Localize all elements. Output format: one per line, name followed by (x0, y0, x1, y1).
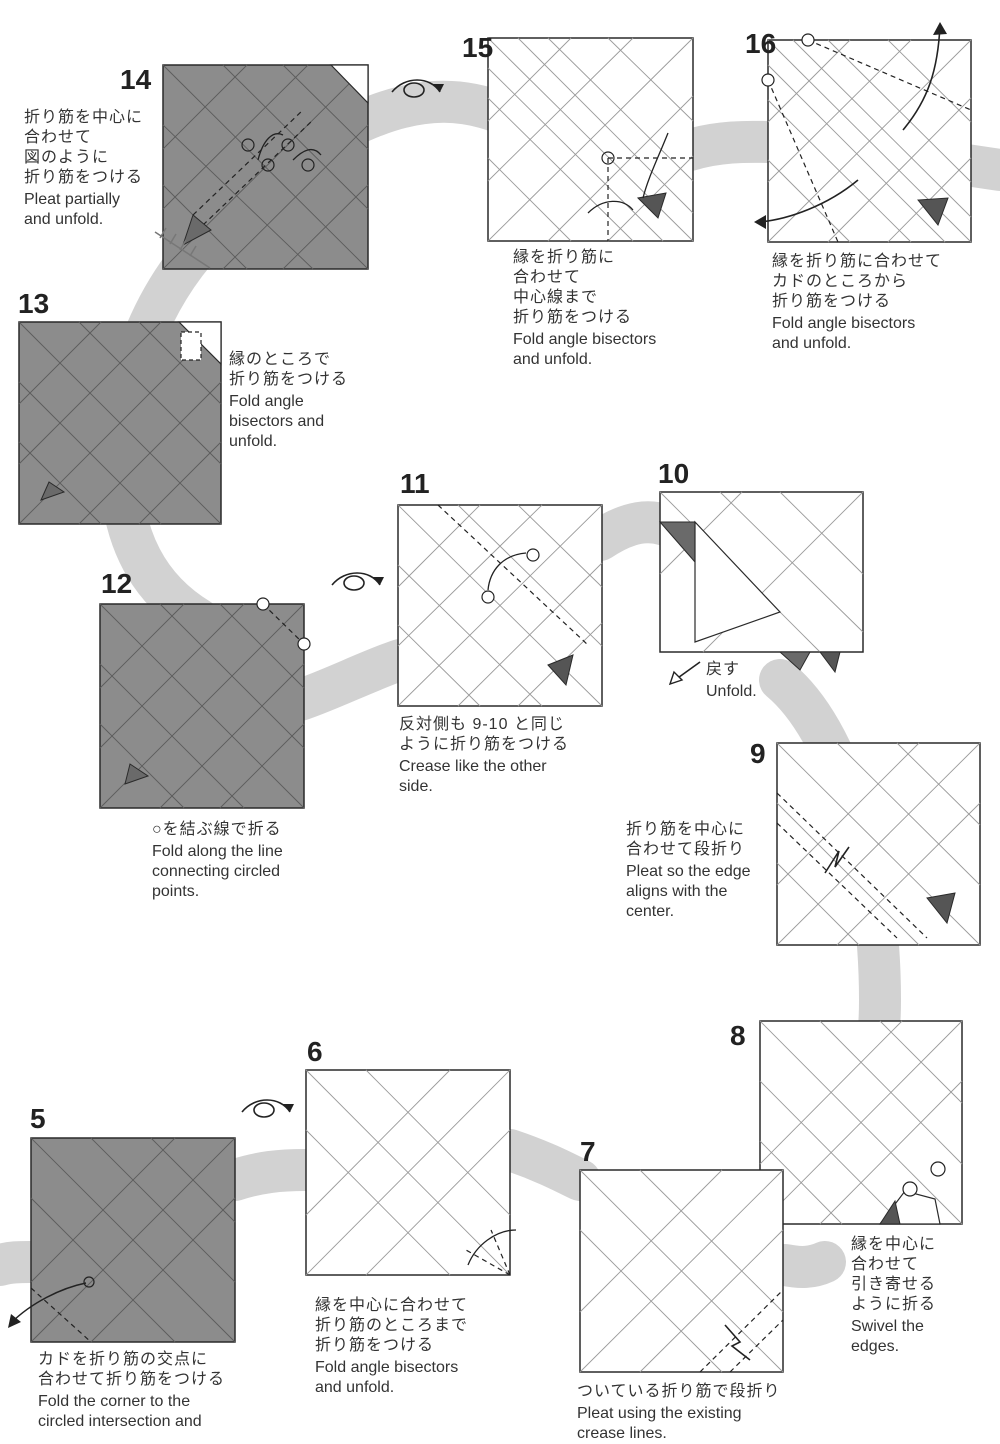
caption-ja: 反対側も 9-10 と同じ ように折り筋をつける (399, 716, 570, 753)
step-number-9: 9 (750, 738, 766, 769)
step-15-caption: 縁を折り筋に 合わせて 中心線まで 折り筋をつける Fold angle bis… (513, 248, 713, 370)
step-7-square (579, 1169, 784, 1373)
caption-en: Pleat partially and unfold. (24, 191, 121, 228)
step-number-12: 12 (101, 568, 133, 599)
step-14-square (162, 64, 369, 270)
step-number-15: 15 (462, 32, 494, 63)
step-8-square (759, 1020, 963, 1225)
step-10-caption: 戻す Unfold. (706, 660, 806, 702)
step-number-8: 8 (730, 1020, 746, 1051)
caption-en: Fold angle bisectors and unfold. (229, 393, 325, 450)
caption-ja: 縁のところで 折り筋をつける (229, 351, 349, 388)
step-number-11: 11 (400, 468, 430, 499)
caption-ja: 縁を中心に 合わせて 引き寄せる ように折る (851, 1236, 937, 1313)
caption-en: Crease like the other side. (399, 758, 547, 795)
step-number-7: 7 (580, 1136, 596, 1167)
step-number-13: 13 (18, 288, 50, 319)
step-6-caption: 縁を中心に合わせて 折り筋のところまで 折り筋をつける Fold angle b… (315, 1296, 535, 1398)
caption-en: Fold angle bisectors and unfold. (772, 315, 916, 352)
caption-ja: ついている折り筋で段折り (577, 1383, 781, 1400)
caption-ja: ○を結ぶ線で折る (152, 821, 282, 838)
caption-ja: 折り筋を中心に 合わせて段折り (626, 821, 746, 858)
step-number-6: 6 (307, 1036, 323, 1067)
caption-ja: カドを折り筋の交点に 合わせて折り筋をつける (38, 1351, 226, 1388)
caption-en: Fold angle bisectors and unfold. (513, 331, 657, 368)
caption-ja: 縁を中心に合わせて 折り筋のところまで 折り筋をつける (315, 1297, 469, 1354)
step-9-square (776, 742, 981, 946)
step-8-caption: 縁を中心に 合わせて 引き寄せる ように折る Swivel the edges. (851, 1235, 981, 1357)
caption-en: Fold angle bisectors and unfold. (315, 1359, 459, 1396)
step-10-square (658, 491, 864, 686)
step-12-caption: ○を結ぶ線で折る Fold along the line connecting … (152, 820, 342, 902)
step-number-10: 10 (658, 458, 690, 489)
caption-ja: 折り筋を中心に 合わせて 図のように 折り筋をつける (24, 109, 144, 186)
step-number-5: 5 (30, 1103, 46, 1134)
step-5-caption: カドを折り筋の交点に 合わせて折り筋をつける Fold the corner t… (38, 1350, 288, 1432)
caption-ja: 縁を折り筋に合わせて カドのところから 折り筋をつける (772, 253, 943, 310)
step-15-square (487, 37, 694, 242)
caption-en: Unfold. (706, 683, 757, 700)
step-11-square (397, 504, 603, 707)
step-number-16: 16 (745, 28, 777, 59)
step-16-square (754, 22, 972, 243)
step-13-caption: 縁のところで 折り筋をつける Fold angle bisectors and … (229, 350, 379, 452)
step-number-14: 14 (120, 64, 152, 95)
turn-over-icon-3 (241, 1099, 294, 1118)
step-13-square (18, 321, 222, 525)
turn-over-icon (391, 79, 444, 98)
caption-en: Swivel the edges. (851, 1318, 924, 1355)
step-11-caption: 反対側も 9-10 と同じ ように折り筋をつける Crease like the… (399, 715, 629, 797)
step-7-caption: ついている折り筋で段折り Pleat using the existing cr… (577, 1382, 837, 1444)
step-16-caption: 縁を折り筋に合わせて カドのところから 折り筋をつける Fold angle b… (772, 252, 992, 354)
caption-ja: 戻す (706, 661, 741, 678)
caption-en: Fold along the line connecting circled p… (152, 843, 283, 900)
step-5-square (8, 1137, 236, 1343)
caption-ja: 縁を折り筋に 合わせて 中心線まで 折り筋をつける (513, 249, 633, 326)
step-14-caption: 折り筋を中心に 合わせて 図のように 折り筋をつける Pleat partial… (24, 108, 164, 230)
step-12-square (99, 597, 311, 809)
step-9-caption: 折り筋を中心に 合わせて段折り Pleat so the edge aligns… (626, 820, 776, 922)
pleat-mark-14 (154, 227, 211, 269)
caption-en: Pleat using the existing crease lines. (577, 1405, 742, 1442)
caption-en: Fold the corner to the circled intersect… (38, 1393, 202, 1430)
turn-over-icon-2 (331, 572, 384, 591)
step-6-square (305, 1069, 517, 1276)
caption-en: Pleat so the edge aligns with the center… (626, 863, 751, 920)
